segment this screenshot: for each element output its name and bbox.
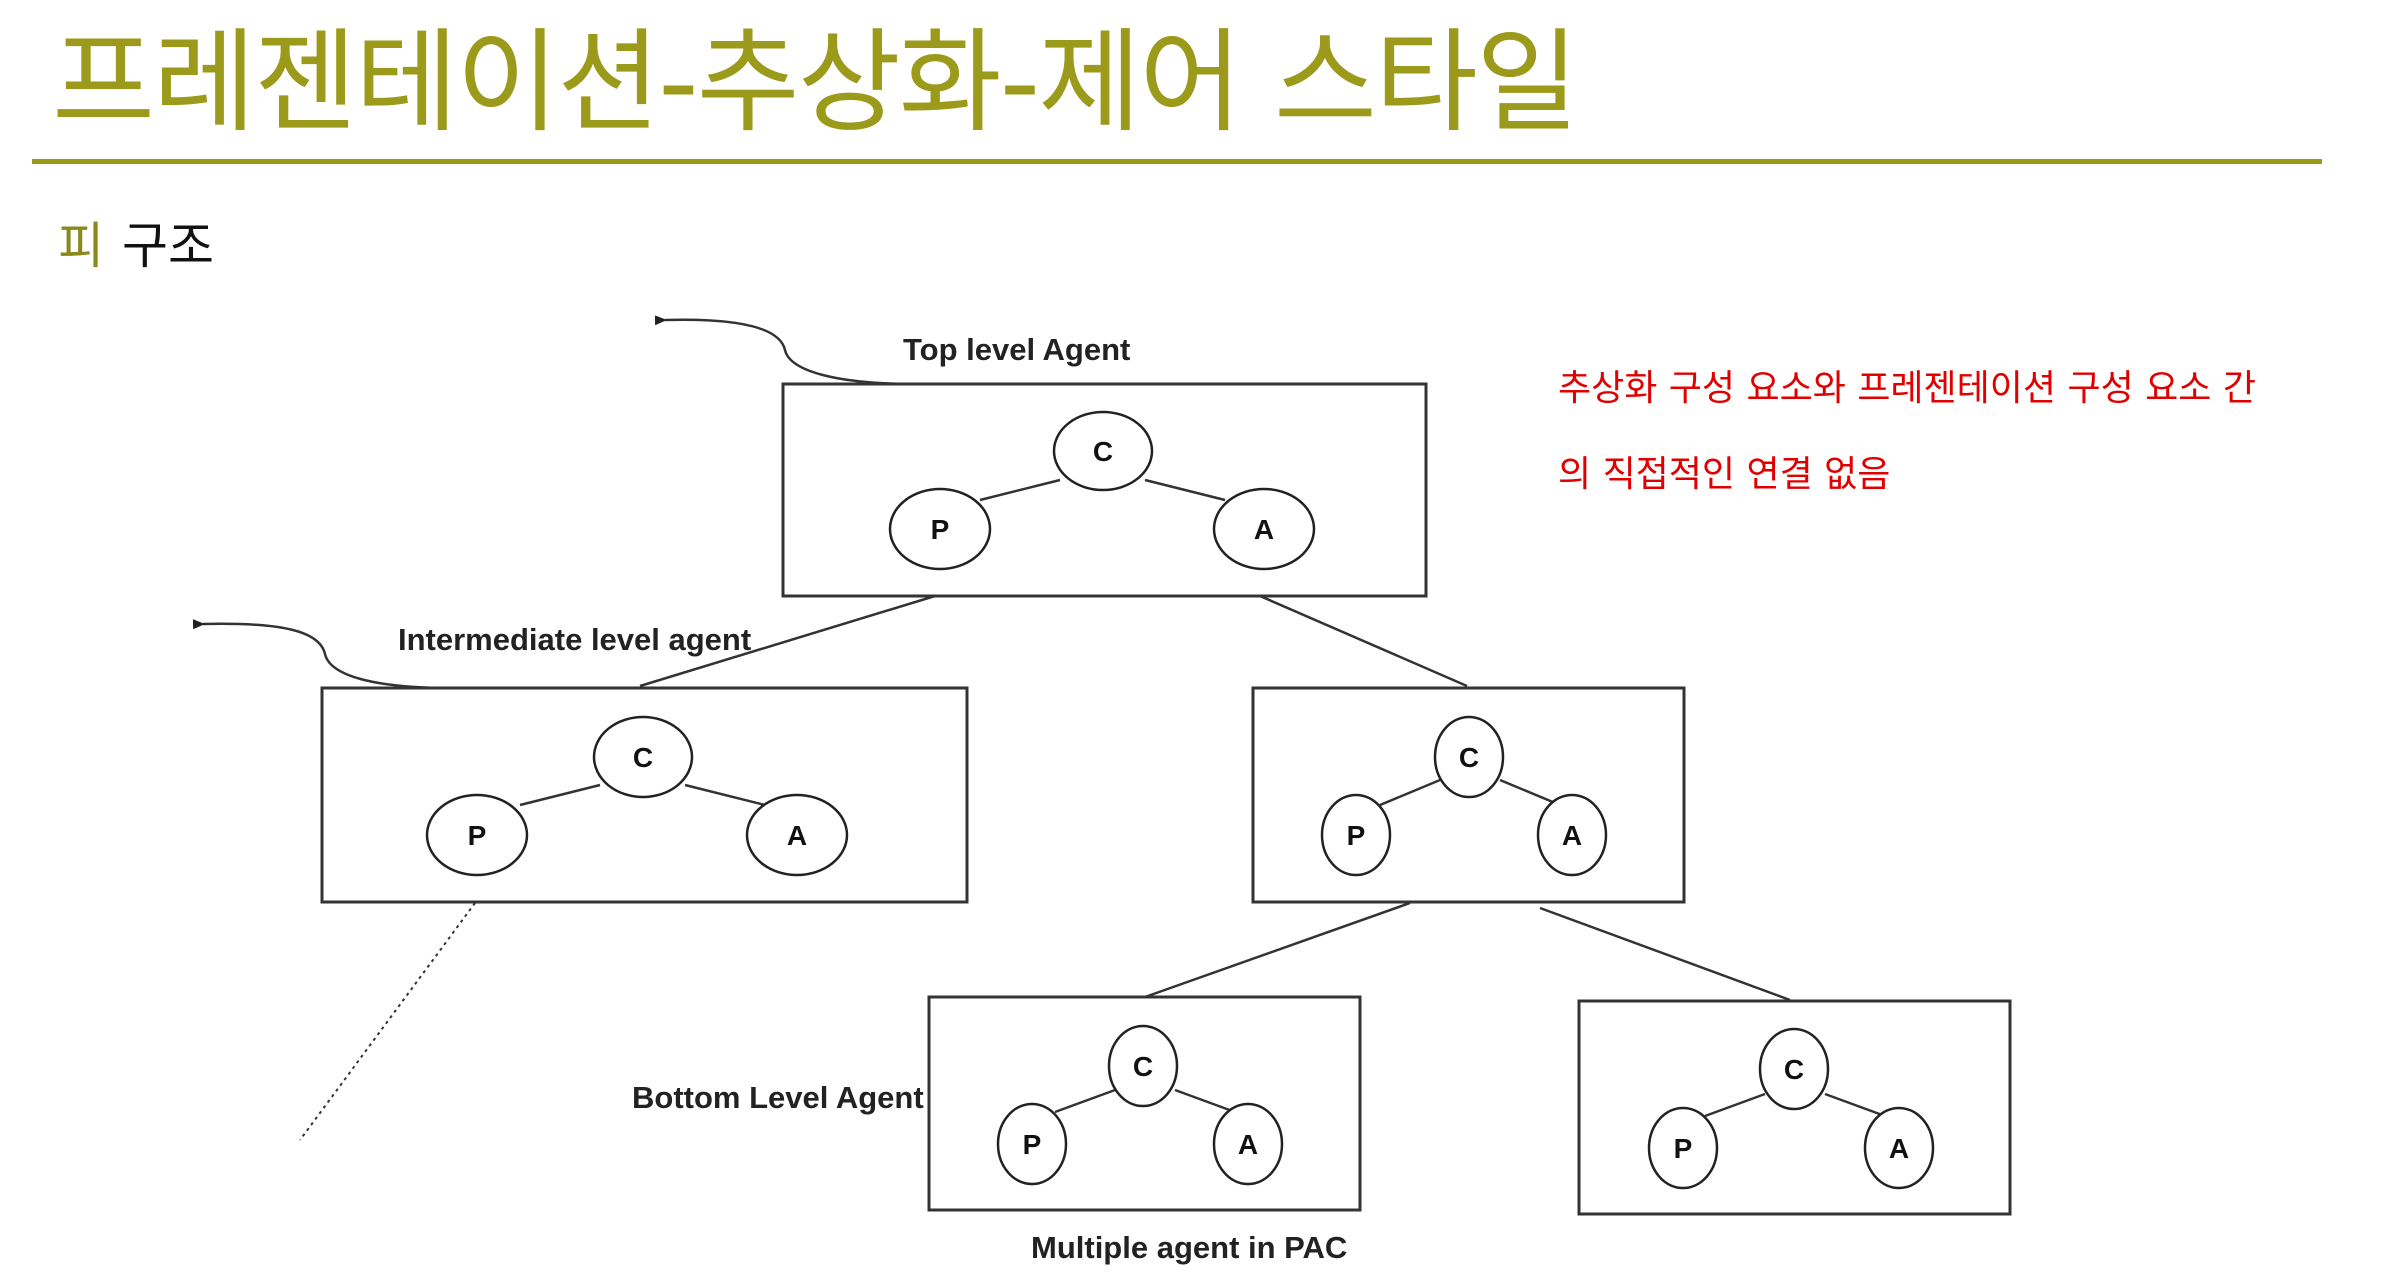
svg-text:A: A bbox=[1254, 514, 1274, 545]
top-agent-box: C P A bbox=[781, 382, 1428, 598]
svg-text:P: P bbox=[468, 820, 487, 851]
presentation-node: P bbox=[888, 487, 992, 571]
abstraction-node: A bbox=[745, 793, 849, 877]
bottom-agent-box-left: C P A bbox=[927, 995, 1362, 1212]
svg-text:C: C bbox=[633, 742, 653, 773]
bullet-item: 피 구조 bbox=[58, 216, 214, 276]
title-underline bbox=[32, 159, 2322, 164]
bullet-marker: 피 bbox=[58, 217, 104, 275]
svg-text:A: A bbox=[1562, 820, 1582, 851]
control-node: C bbox=[1758, 1027, 1830, 1111]
svg-text:C: C bbox=[1784, 1054, 1804, 1085]
control-node: C bbox=[1107, 1024, 1179, 1108]
presentation-node: P bbox=[996, 1102, 1068, 1186]
red-note-line-1: 추상화 구성 요소와 프레젠테이션 구성 요소 간 bbox=[1558, 368, 2256, 409]
bottom-level-label: Bottom Level Agent bbox=[632, 1080, 924, 1115]
presentation-node: P bbox=[1320, 793, 1392, 877]
red-note: 추상화 구성 요소와 프레젠테이션 구성 요소 간 의 직접적인 연결 없음 bbox=[1558, 346, 2358, 518]
red-note-line-2: 의 직접적인 연결 없음 bbox=[1558, 454, 1891, 495]
svg-text:P: P bbox=[931, 514, 950, 545]
svg-text:C: C bbox=[1093, 436, 1113, 467]
top-level-label: Top level Agent bbox=[903, 332, 1130, 367]
control-node: C bbox=[1433, 715, 1505, 799]
slide-title: 프레젠테이션-추상화-제어 스타일 bbox=[52, 18, 1579, 148]
intermediate-agent-box-left: C P A bbox=[320, 686, 969, 904]
svg-text:P: P bbox=[1023, 1129, 1042, 1160]
control-node: C bbox=[1052, 410, 1154, 492]
svg-text:P: P bbox=[1674, 1133, 1693, 1164]
abstraction-node: A bbox=[1212, 1102, 1284, 1186]
intermediate-level-label: Intermediate level agent bbox=[398, 622, 751, 657]
svg-text:P: P bbox=[1347, 820, 1366, 851]
svg-text:C: C bbox=[1133, 1051, 1153, 1082]
control-node: C bbox=[592, 715, 694, 799]
svg-text:A: A bbox=[1238, 1129, 1258, 1160]
top-agent-arrow bbox=[654, 315, 916, 386]
bullet-text: 구조 bbox=[122, 217, 214, 275]
presentation-node: P bbox=[1647, 1106, 1719, 1190]
connector-right-to-bottom-right bbox=[1539, 906, 1791, 1002]
intermediate-agent-arrow bbox=[192, 619, 453, 690]
dotted-continuation-line bbox=[299, 902, 476, 1141]
connector-top-to-left bbox=[639, 594, 936, 688]
abstraction-node: A bbox=[1212, 487, 1316, 571]
bottom-agent-box-right: C P A bbox=[1577, 999, 2012, 1216]
connector-top-to-right bbox=[1259, 594, 1468, 688]
svg-text:A: A bbox=[787, 820, 807, 851]
connector-right-to-bottom-left bbox=[1144, 901, 1411, 999]
intermediate-agent-box-right: C P A bbox=[1251, 686, 1686, 904]
diagram-caption: Multiple agent in PAC bbox=[1031, 1230, 1347, 1265]
abstraction-node: A bbox=[1536, 793, 1608, 877]
svg-text:A: A bbox=[1889, 1133, 1909, 1164]
abstraction-node: A bbox=[1863, 1106, 1935, 1190]
svg-text:C: C bbox=[1459, 742, 1479, 773]
presentation-node: P bbox=[425, 793, 529, 877]
